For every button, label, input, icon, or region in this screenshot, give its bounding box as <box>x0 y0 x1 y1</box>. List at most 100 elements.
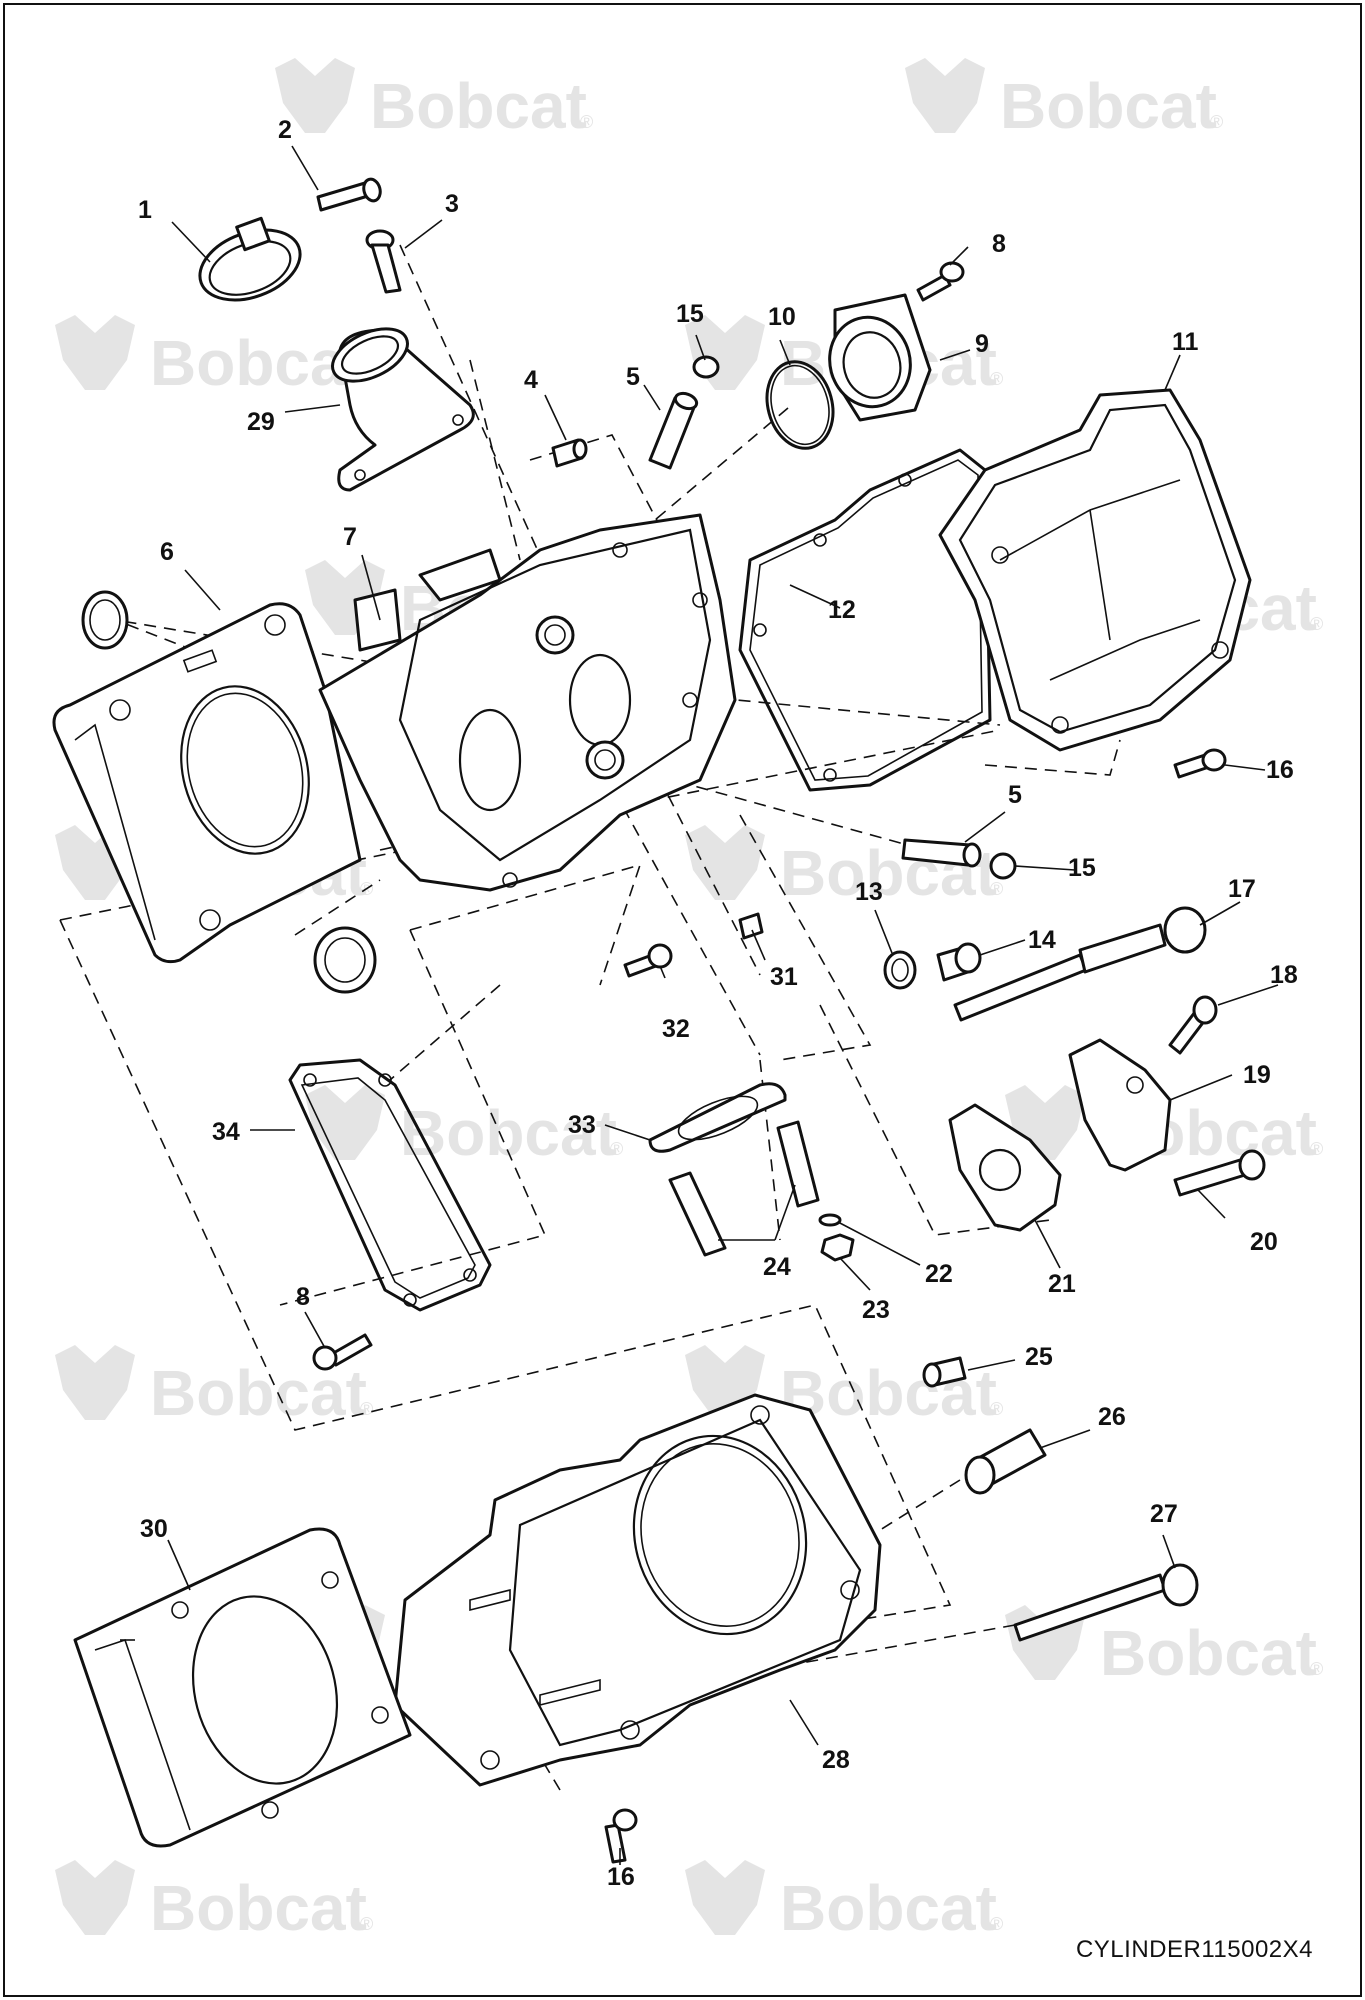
callout-29: 29 <box>247 408 275 436</box>
part-6-head-gasket <box>52 602 362 964</box>
part-34-gasket <box>288 1058 492 1312</box>
watermark-brand: Bobcat <box>370 70 587 142</box>
part-14-plug <box>936 942 982 982</box>
bobcat-head-logo-icon <box>55 1860 135 1935</box>
watermark-brand: Bobcat <box>150 1872 367 1944</box>
callout-16-right: 16 <box>1266 756 1294 784</box>
watermark: Bobcat® <box>305 1085 623 1169</box>
callout-32: 32 <box>662 1015 690 1043</box>
part-seal-lower <box>313 926 377 994</box>
callout-17: 17 <box>1228 875 1256 903</box>
callout-9: 9 <box>975 330 989 358</box>
watermark: Bobcat® <box>685 1860 1003 1944</box>
watermark-brand: Bobcat <box>400 1097 617 1169</box>
callout-6: 6 <box>160 538 174 566</box>
watermark-brand: Bobcat <box>150 327 367 399</box>
part-17-long-bolt <box>953 906 1207 1022</box>
callout-30: 30 <box>140 1515 168 1543</box>
part-9-flange <box>828 293 932 422</box>
callout-1: 1 <box>138 196 152 224</box>
part-21-support <box>948 1103 1062 1232</box>
callout-23: 23 <box>862 1296 890 1324</box>
callout-27: 27 <box>1150 1500 1178 1528</box>
bobcat-head-logo-icon <box>275 58 355 133</box>
callout-12: 12 <box>828 596 856 624</box>
part-31-dowel <box>738 912 764 940</box>
part-29-intake-manifold <box>331 327 475 492</box>
callout-20: 20 <box>1250 1228 1278 1256</box>
part-23-nut <box>820 1233 855 1262</box>
watermark: Bobcat® <box>275 58 593 142</box>
callout-25: 25 <box>1025 1343 1053 1371</box>
part-16-bolt-bottom <box>604 1808 638 1864</box>
watermark-brand: Bobcat <box>150 1357 367 1429</box>
callout-3: 3 <box>445 190 459 218</box>
part-19-bracket <box>1068 1038 1172 1172</box>
callout-24: 24 <box>763 1253 791 1281</box>
callout-14: 14 <box>1028 926 1056 954</box>
watermark-registered-mark: ® <box>580 112 593 132</box>
part-30-base-gasket <box>73 1527 412 1848</box>
bobcat-head-logo-icon <box>685 825 765 900</box>
watermark-registered-mark: ® <box>1310 614 1323 634</box>
part-7-cylinder-head <box>318 513 737 892</box>
part-2-screw <box>316 177 382 212</box>
part-5-valve-guide-top <box>648 391 699 470</box>
watermark-registered-mark: ® <box>990 879 1003 899</box>
part-13-washer <box>883 950 917 990</box>
bobcat-head-logo-icon <box>55 1345 135 1420</box>
bobcat-head-logo-icon <box>55 315 135 390</box>
part-27-long-bolt <box>1013 1563 1199 1642</box>
callout-19: 19 <box>1243 1061 1271 1089</box>
callout-26: 26 <box>1098 1403 1126 1431</box>
bobcat-head-logo-icon <box>685 1860 765 1935</box>
watermark-brand: Bobcat <box>780 1872 997 1944</box>
part-15-seal-top <box>692 355 720 379</box>
watermark: Bobcat® <box>55 315 373 399</box>
callout-5-lower: 5 <box>1008 781 1022 809</box>
part-32-bolt <box>623 943 673 978</box>
part-8-bolt-lower <box>312 1333 373 1371</box>
callout-33: 33 <box>568 1111 596 1139</box>
watermark-registered-mark: ® <box>610 1139 623 1159</box>
watermark-registered-mark: ® <box>1310 1659 1323 1679</box>
part-22-washer <box>818 1213 842 1227</box>
callout-10: 10 <box>768 303 796 331</box>
watermark: Bobcat® <box>55 1345 373 1429</box>
part-26-fitting <box>964 1428 1047 1495</box>
watermark-brand: Bobcat <box>1100 1617 1317 1689</box>
callout-22: 22 <box>925 1260 953 1288</box>
part-15-seal-lower <box>989 852 1017 880</box>
watermark-registered-mark: ® <box>1210 112 1223 132</box>
callout-4: 4 <box>524 366 538 394</box>
callout-31: 31 <box>770 963 798 991</box>
callout-34: 34 <box>212 1118 240 1146</box>
part-11-valve-cover <box>938 388 1252 752</box>
watermark-registered-mark: ® <box>360 1399 373 1419</box>
part-18-bolt <box>1168 995 1218 1055</box>
part-25-dowel <box>922 1356 967 1388</box>
watermark: Bobcat® <box>685 825 1003 909</box>
bobcat-head-logo-icon <box>305 1085 385 1160</box>
callout-2: 2 <box>278 116 292 144</box>
watermark-registered-mark: ® <box>990 1914 1003 1934</box>
callout-layer: 1 2 3 4 5 5 6 7 8 8 9 10 11 12 13 14 15 … <box>138 116 1298 1891</box>
part-24-studs <box>668 1120 820 1257</box>
callout-11: 11 <box>1172 328 1199 356</box>
watermark-registered-mark: ® <box>990 1399 1003 1419</box>
callout-15-lower: 15 <box>1068 854 1096 882</box>
watermark: Bobcat® <box>905 58 1223 142</box>
part-28-cylinder-block <box>393 1393 882 1787</box>
callout-15-top: 15 <box>676 300 704 328</box>
part-seal-left <box>81 590 129 650</box>
part-16-bolt-right <box>1173 748 1227 779</box>
page-border <box>3 3 1362 1997</box>
watermark-brand: Bobcat <box>1000 70 1217 142</box>
callout-13: 13 <box>855 878 883 906</box>
figure-code: CYLINDER115002X4 <box>1075 1936 1313 1963</box>
watermark-registered-mark: ® <box>1310 1139 1323 1159</box>
callout-5-top: 5 <box>626 363 640 391</box>
part-1-clamp <box>198 216 302 302</box>
callout-7: 7 <box>343 523 357 551</box>
